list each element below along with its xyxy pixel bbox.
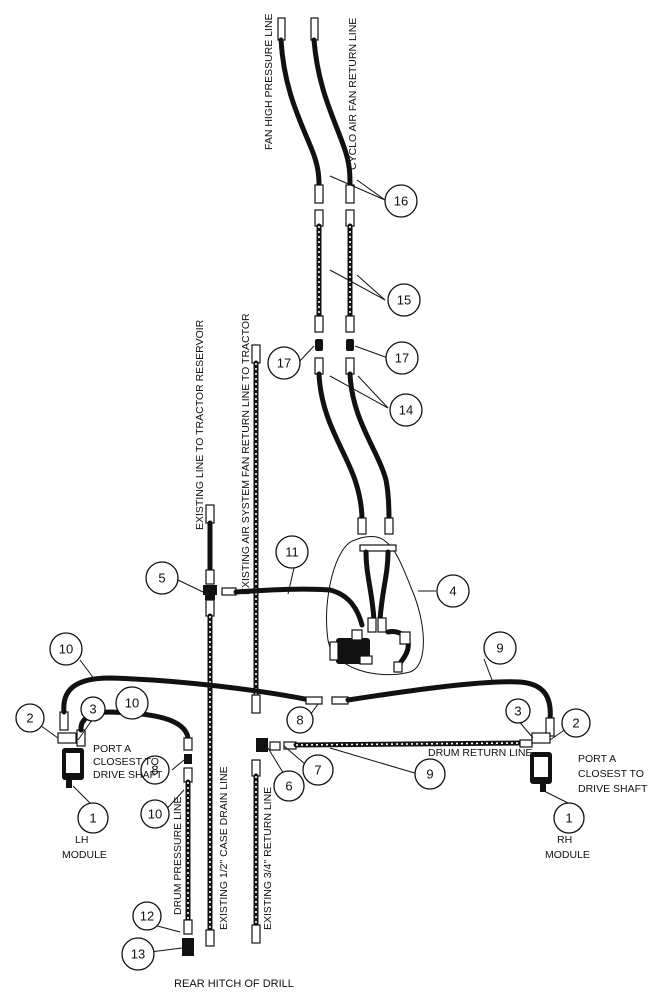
svg-text:10: 10 — [59, 642, 73, 657]
svg-text:4: 4 — [449, 584, 456, 599]
svg-text:15: 15 — [397, 293, 411, 308]
svg-text:PORT A: PORT A — [578, 753, 616, 765]
callout-8-center: 8 — [286, 706, 314, 734]
tee-fitting-5 — [203, 585, 217, 595]
svg-text:DRIVE SHAFT: DRIVE SHAFT — [578, 783, 648, 795]
callout-14: 14 — [389, 393, 423, 427]
callout-10-lower: 10 — [115, 686, 149, 720]
label-existing-case-drain: EXISTING 1/2" CASE DRAIN LINE — [218, 766, 230, 930]
svg-text:1: 1 — [89, 811, 96, 826]
svg-text:10: 10 — [148, 807, 162, 822]
callout-8-left: 8 — [140, 755, 170, 785]
svg-text:11: 11 — [285, 545, 299, 560]
svg-text:10: 10 — [125, 696, 139, 711]
hose-14-right — [345, 357, 394, 535]
hose-15-right — [345, 209, 355, 333]
callout-2-right: 2 — [561, 708, 591, 738]
hose-10-upper — [59, 675, 323, 731]
svg-text:CLOSEST TO: CLOSEST TO — [578, 768, 644, 780]
label-existing-air-system-return: EXISTING AIR SYSTEM FAN RETURN LINE TO T… — [240, 313, 252, 595]
callout-9-upper: 9 — [483, 631, 517, 665]
existing-3-4-return-line — [251, 759, 261, 944]
svg-text:3: 3 — [514, 704, 521, 719]
cyclo-air-return-hose-upper — [310, 17, 355, 204]
fan-motor-assembly — [326, 536, 424, 676]
callout-16: 16 — [384, 184, 418, 218]
note-port-right: PORT A CLOSEST TO DRIVE SHAFT — [578, 753, 648, 795]
svg-text:8: 8 — [296, 713, 303, 728]
svg-text:14: 14 — [399, 403, 413, 418]
svg-text:17: 17 — [277, 356, 291, 371]
note-rear-hitch: REAR HITCH OF DRILL — [174, 978, 294, 990]
svg-text:2: 2 — [572, 716, 579, 731]
note-rh-module: RH MODULE — [545, 834, 590, 861]
hose-11 — [221, 586, 365, 628]
svg-text:9: 9 — [426, 767, 433, 782]
lh-module — [57, 732, 84, 788]
svg-text:2: 2 — [26, 711, 33, 726]
svg-text:MODULE: MODULE — [62, 849, 107, 861]
svg-text:7: 7 — [314, 763, 321, 778]
hose-10-lower — [76, 709, 193, 751]
svg-text:13: 13 — [131, 947, 145, 962]
callout-1-left: 1 — [77, 802, 109, 834]
svg-text:DRIVE SHAFT: DRIVE SHAFT — [93, 769, 163, 781]
callout-7: 7 — [302, 754, 334, 786]
existing-line-to-tractor-reservoir — [205, 504, 215, 947]
hose-14-left — [314, 357, 367, 535]
svg-text:1: 1 — [565, 811, 572, 826]
callout-3-right: 3 — [505, 698, 531, 724]
svg-text:16: 16 — [394, 194, 408, 209]
drum-return-line — [256, 738, 533, 752]
svg-text:MODULE: MODULE — [545, 849, 590, 861]
hose-9-upper — [331, 679, 555, 737]
callout-1-right: 1 — [553, 802, 585, 834]
label-existing-return: EXISTING 3/4" RETURN LINE — [262, 787, 274, 930]
svg-text:17: 17 — [395, 351, 409, 366]
callout-2-left: 2 — [15, 703, 45, 733]
svg-text:9: 9 — [496, 641, 503, 656]
hose-15-left — [314, 209, 324, 333]
svg-text:PORT A: PORT A — [93, 743, 131, 755]
coupler-17-left — [315, 339, 323, 351]
callout-11: 11 — [275, 535, 309, 569]
callout-6: 6 — [273, 770, 305, 802]
svg-text:LH: LH — [75, 834, 88, 846]
callout-4: 4 — [436, 574, 470, 608]
svg-text:8: 8 — [151, 763, 158, 778]
drum-pressure-line — [182, 754, 194, 956]
existing-air-system-return-line — [251, 344, 261, 714]
label-drum-return: DRUM RETURN LINE — [428, 747, 532, 759]
svg-text:3: 3 — [89, 702, 96, 717]
callout-9-lower: 9 — [414, 758, 446, 790]
callout-17-left: 17 — [267, 346, 301, 380]
callout-13: 13 — [121, 937, 155, 971]
callout-17-right: 17 — [385, 341, 419, 375]
svg-text:CLOSEST TO: CLOSEST TO — [93, 756, 159, 768]
label-drum-pressure: DRUM PRESSURE LINE — [172, 797, 184, 915]
note-port-left: PORT A CLOSEST TO DRIVE SHAFT — [93, 743, 163, 781]
label-existing-tractor-reservoir: EXISTING LINE TO TRACTOR RESERVOIR — [194, 319, 206, 530]
label-cyclo-air-fan-return: CYCLO AIR FAN RETURN LINE — [347, 18, 359, 170]
coupler-17-right — [346, 339, 354, 351]
callout-5: 5 — [145, 561, 179, 595]
note-lh-module: LH MODULE — [62, 834, 107, 861]
rh-module — [530, 732, 552, 792]
fan-high-pressure-hose-upper — [277, 17, 324, 204]
callout-10-upper: 10 — [49, 632, 83, 666]
callout-15: 15 — [387, 283, 421, 317]
callout-12: 12 — [132, 901, 162, 931]
svg-text:RH: RH — [557, 834, 572, 846]
svg-text:5: 5 — [158, 571, 165, 586]
callout-3-left: 3 — [80, 696, 106, 722]
svg-text:6: 6 — [285, 779, 292, 794]
callout-10-bottom: 10 — [140, 799, 170, 829]
label-fan-high-pressure: FAN HIGH PRESSURE LINE — [263, 13, 275, 150]
svg-text:12: 12 — [140, 909, 154, 924]
